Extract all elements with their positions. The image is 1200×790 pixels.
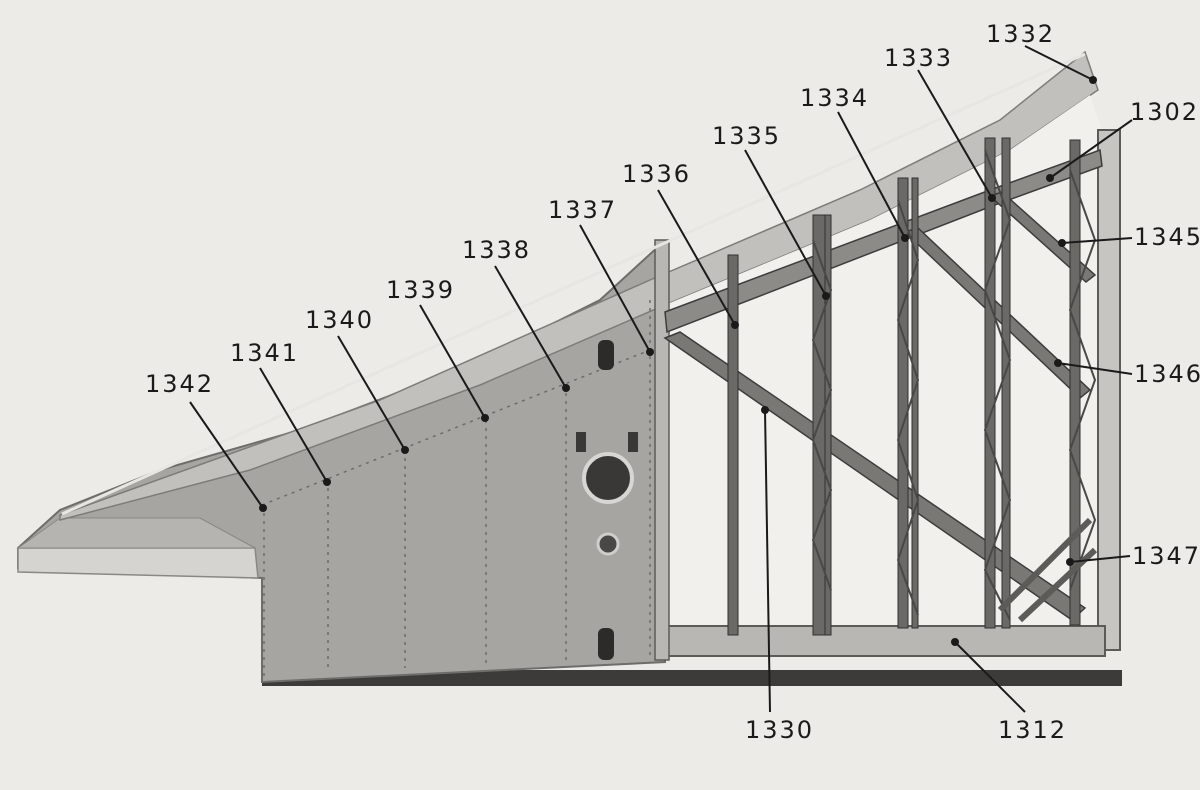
- leader-1336: [657, 189, 736, 326]
- callout-1338: 1338: [462, 236, 531, 264]
- callout-1340: 1340: [305, 306, 374, 334]
- leader-dot-1337: [646, 348, 654, 356]
- wing-lower-edge-shadow: [262, 670, 1122, 686]
- leader-1333: [917, 69, 993, 199]
- leading-edge-highlight: [61, 52, 1086, 516]
- skin-seams: [261, 300, 651, 676]
- callout-1337: 1337: [548, 196, 617, 224]
- skin-clip-b: [628, 432, 638, 452]
- leader-1345: [1061, 237, 1133, 244]
- wing-leading-edge-flap: [17, 547, 259, 579]
- leader-1341: [259, 367, 328, 483]
- leader-1346: [1057, 362, 1133, 375]
- callout-1339: 1339: [386, 276, 455, 304]
- leader-1330: [764, 409, 771, 713]
- leader-dot-1336: [731, 321, 739, 329]
- callout-1346: 1346: [1134, 360, 1200, 388]
- leader-dot-1330: [761, 406, 769, 414]
- skin-latch-upper: [598, 340, 614, 370]
- leader-1302: [1049, 119, 1133, 179]
- skin-clip-a: [576, 432, 586, 452]
- callout-labels: 1332 1333 1334 1302 1335 1336 1345 1337 …: [145, 20, 1200, 744]
- leader-1312: [954, 641, 1026, 713]
- leader-1347: [1069, 555, 1131, 563]
- leader-dot-1345: [1058, 239, 1066, 247]
- root-end-rib: [1097, 129, 1121, 651]
- upper-diagonal-tube: [988, 191, 1097, 283]
- skin-inspection-port: [582, 452, 634, 504]
- leader-1340: [337, 335, 406, 451]
- callout-1333: 1333: [884, 44, 953, 72]
- callout-1302: 1302: [1130, 98, 1199, 126]
- leader-dot-1333: [988, 194, 996, 202]
- leader-dot-1340: [401, 446, 409, 454]
- leader-dot-1347: [1066, 558, 1074, 566]
- leader-1337: [579, 224, 651, 353]
- skin-latch-lower: [598, 628, 614, 660]
- leader-dot-1342: [259, 504, 267, 512]
- leader-dot-1334: [901, 234, 909, 242]
- main-diagonal-tube: [663, 331, 1087, 621]
- leader-1335: [744, 149, 827, 297]
- leader-dot-1335: [822, 292, 830, 300]
- leader-1339: [419, 304, 486, 419]
- callout-1345: 1345: [1134, 223, 1200, 251]
- callout-1341: 1341: [230, 339, 299, 367]
- callout-1312: 1312: [998, 716, 1067, 744]
- wing-tip-fairing: [16, 517, 256, 549]
- leader-1342: [189, 401, 264, 509]
- callout-leaders: [189, 45, 1133, 713]
- callout-1336: 1336: [622, 160, 691, 188]
- callout-1334: 1334: [800, 84, 869, 112]
- callout-1332: 1332: [986, 20, 1055, 48]
- frame-ribs: [727, 137, 1081, 636]
- skin-boss: [596, 532, 620, 556]
- leader-1334: [837, 111, 906, 239]
- leader-dot-1346: [1054, 359, 1062, 367]
- leader-dot-1341: [323, 478, 331, 486]
- bay-left-post: [654, 239, 670, 661]
- leader-1338: [494, 265, 567, 389]
- callout-1335: 1335: [712, 122, 781, 150]
- leader-dot-1312: [951, 638, 959, 646]
- leader-dot-1338: [562, 384, 570, 392]
- callout-1330: 1330: [745, 716, 814, 744]
- callout-1342: 1342: [145, 370, 214, 398]
- callout-1347: 1347: [1132, 542, 1200, 570]
- leader-1332: [1024, 45, 1094, 81]
- leader-dot-1302: [1046, 174, 1054, 182]
- leader-dot-1339: [481, 414, 489, 422]
- leader-dot-1332: [1089, 76, 1097, 84]
